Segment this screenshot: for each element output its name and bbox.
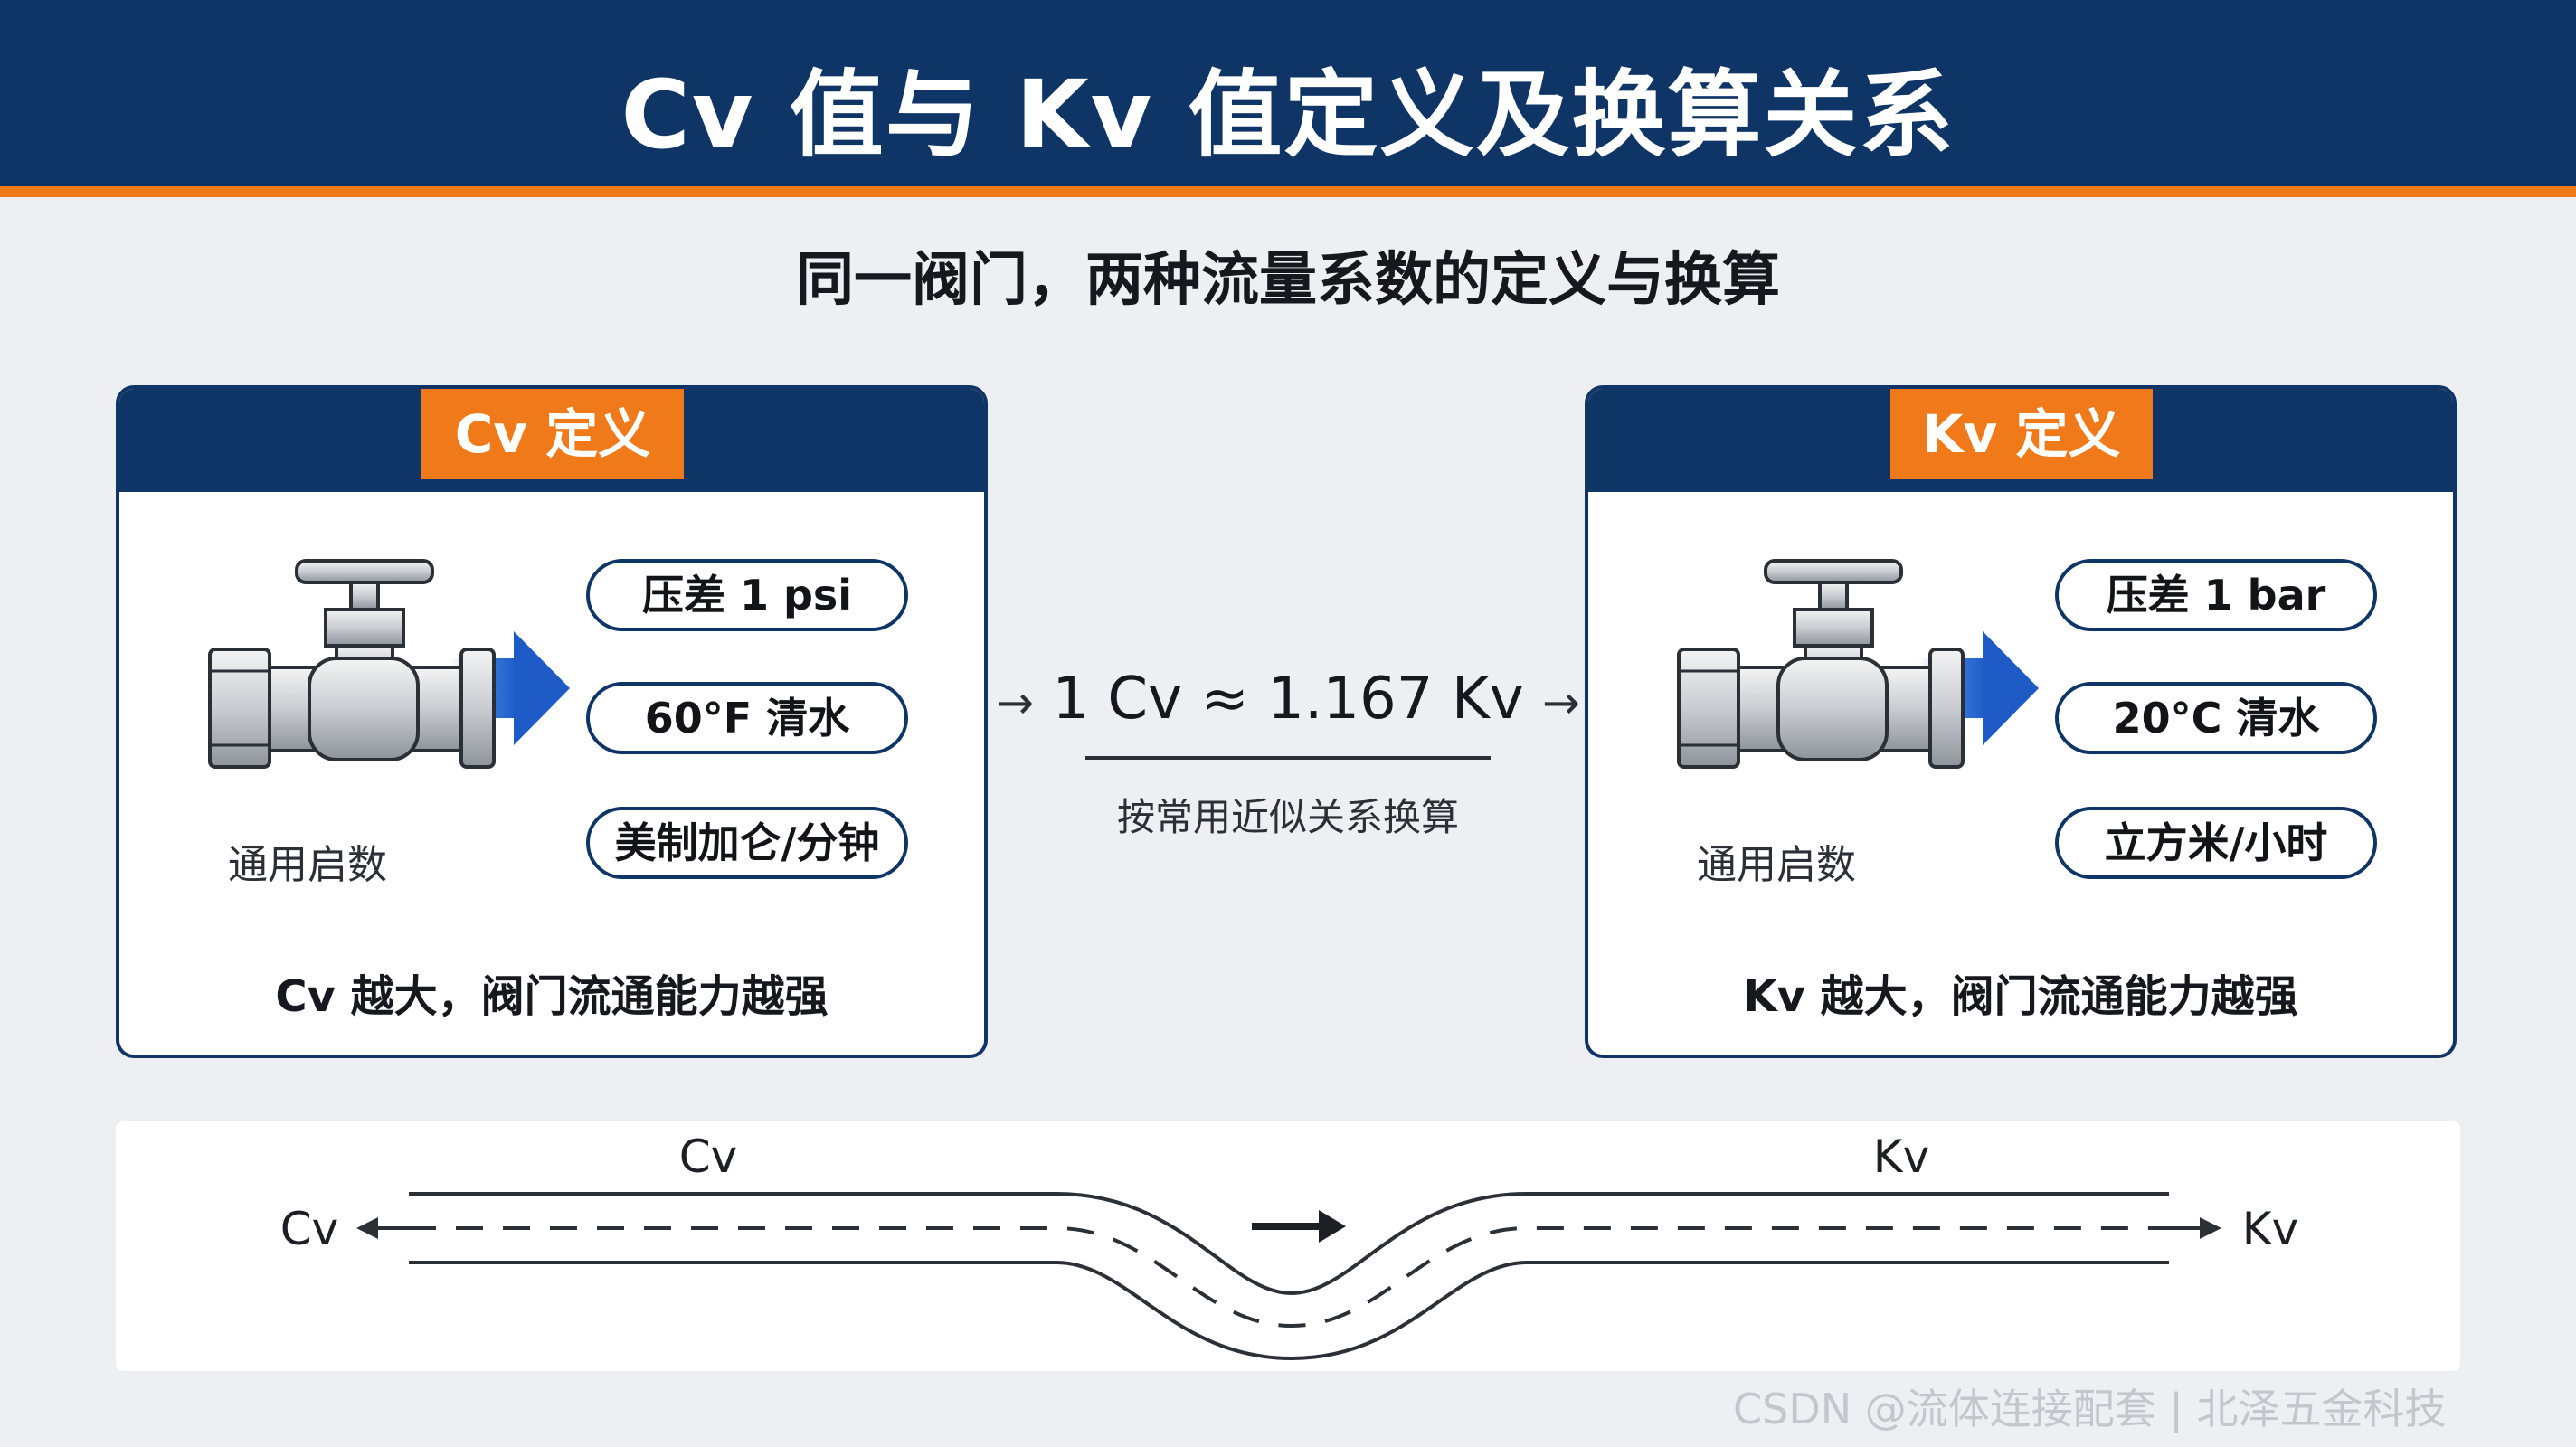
cv-definition-card: Cv 定义 通用启数 压差 1 psi 60°F 清水 美制加仑 bbox=[116, 385, 988, 1058]
kv-footer-note: Kv 越大，阀门流通能力越强 bbox=[1743, 971, 2298, 1022]
cv-condition-pressure: 压差 1 psi bbox=[586, 559, 908, 631]
valve-with-flow-icon bbox=[1677, 559, 2039, 769]
page-title: Cv 值与 Kv 值定义及换算关系 bbox=[620, 60, 1956, 170]
road-top-edge bbox=[409, 1192, 2169, 1296]
conversion-formula: 1 Cv ≈ 1.167 Kv bbox=[1052, 666, 1524, 733]
valve-label: 通用启数 bbox=[1697, 842, 1856, 888]
flow-label-cv-top: Cv bbox=[679, 1130, 738, 1183]
road-bottom-edge bbox=[409, 1261, 2169, 1361]
flow-label-kv-top: Kv bbox=[1873, 1130, 1929, 1183]
conversion-formula-row: → 1 Cv ≈ 1.167 Kv → bbox=[995, 666, 1581, 733]
valve-with-flow-icon bbox=[208, 559, 570, 769]
valve-label: 通用启数 bbox=[228, 842, 387, 888]
arrow-right-icon: → bbox=[996, 676, 1034, 729]
cv-footer-note: Cv 越大，阀门流通能力越强 bbox=[275, 971, 829, 1022]
right-arrowhead-icon bbox=[2200, 1217, 2221, 1239]
cv-condition-medium: 60°F 清水 bbox=[586, 682, 908, 754]
flow-road-panel: Cv Cv Kv Kv bbox=[116, 1121, 2460, 1371]
kv-definition-card: Kv 定义 通用启数 压差 1 bar 20°C 清水 立方米/ bbox=[1585, 385, 2457, 1058]
kv-condition-medium: 20°C 清水 bbox=[2055, 682, 2377, 754]
left-arrowhead-icon bbox=[356, 1217, 378, 1239]
cv-condition-unit: 美制加仑/分钟 bbox=[586, 807, 908, 879]
flow-label-cv-end: Cv bbox=[280, 1203, 339, 1255]
formula-underline bbox=[1085, 756, 1491, 760]
header-bar bbox=[0, 0, 2576, 188]
conversion-note: 按常用近似关系换算 bbox=[1116, 795, 1459, 839]
arrow-right-icon: → bbox=[1542, 676, 1580, 729]
flow-road-diagram: Cv Cv Kv Kv bbox=[280, 1130, 2298, 1361]
flow-direction-arrow-icon bbox=[1319, 1210, 1346, 1243]
cv-tag: Cv 定义 bbox=[421, 389, 684, 479]
flow-label-kv-end: Kv bbox=[2242, 1203, 2298, 1255]
kv-condition-unit: 立方米/小时 bbox=[2055, 807, 2377, 879]
kv-tag: Kv 定义 bbox=[1890, 389, 2153, 479]
page-subtitle: 同一阀门，两种流量系数的定义与换算 bbox=[796, 247, 1780, 314]
kv-condition-pressure: 压差 1 bar bbox=[2055, 559, 2377, 631]
header-accent-stripe bbox=[0, 186, 2576, 197]
road-center-dashes bbox=[409, 1226, 2169, 1329]
watermark: CSDN @流体连接配套 | 北泽五金科技 bbox=[1733, 1385, 2447, 1433]
